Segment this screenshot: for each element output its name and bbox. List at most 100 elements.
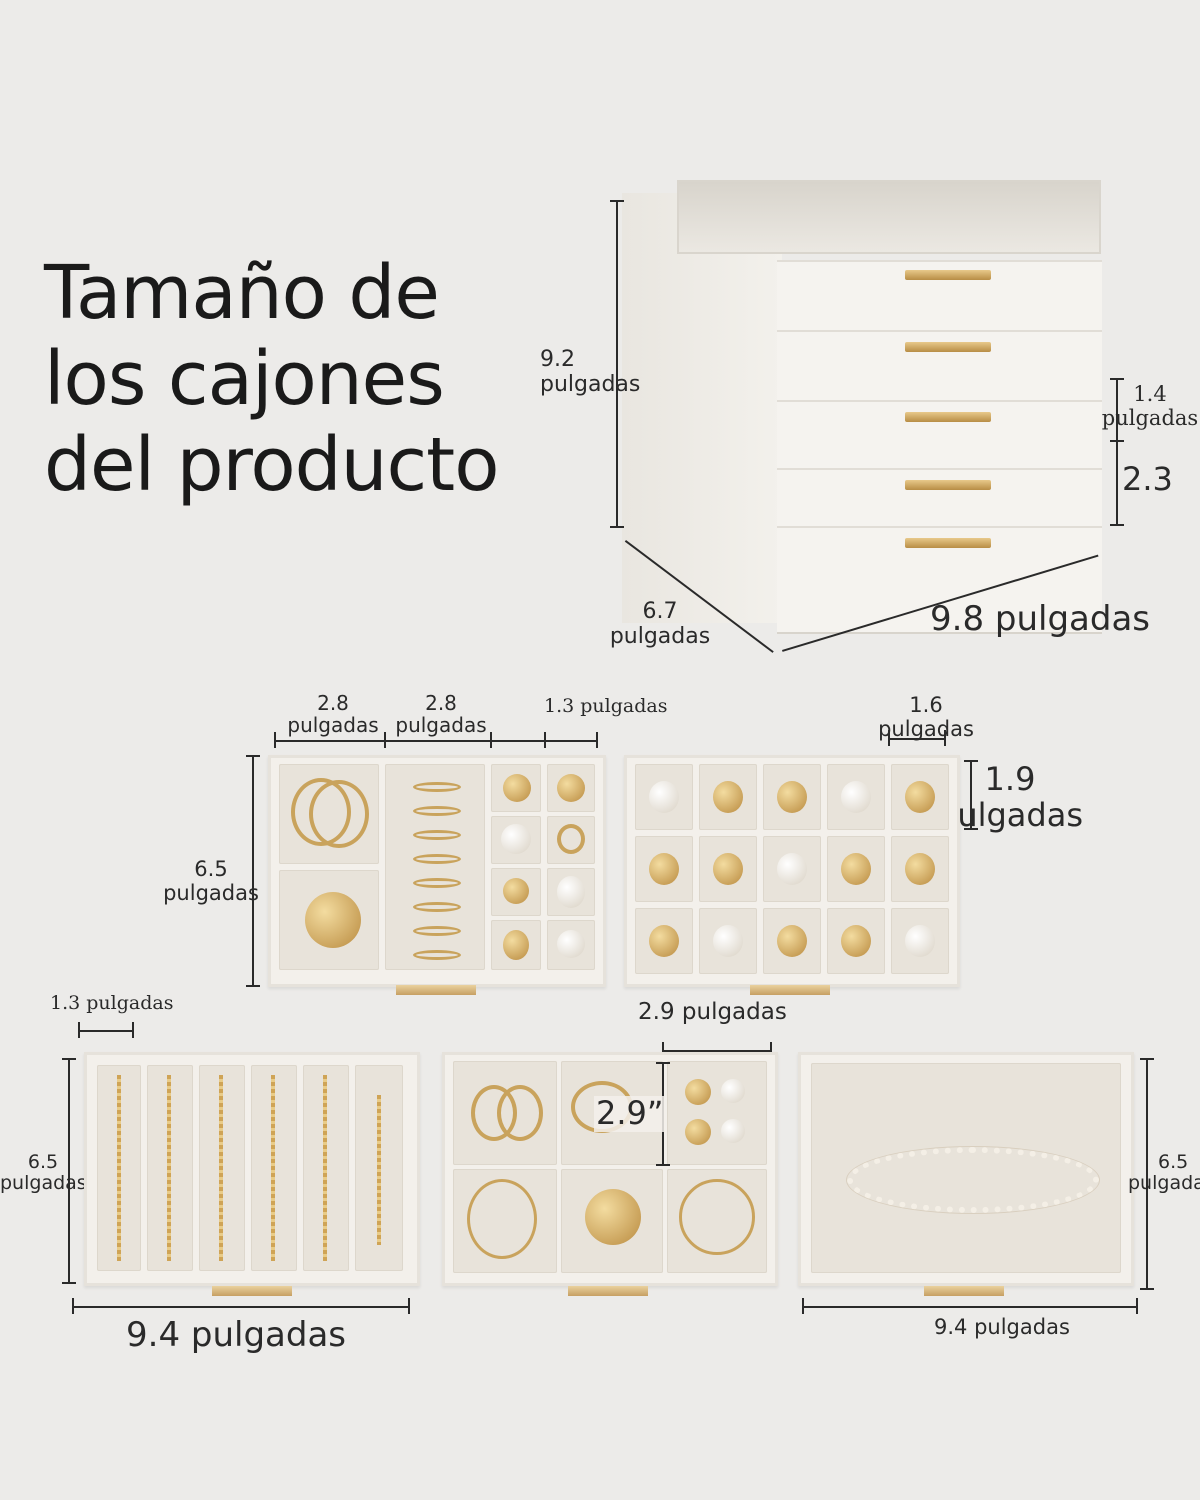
necklace: [117, 1075, 121, 1261]
tray1-depth-label: 6.5 pulgadas: [156, 857, 266, 905]
tray-3-image: [84, 1052, 420, 1286]
earring: [685, 1119, 711, 1145]
tray2-cell-width-value: 1.6: [909, 693, 943, 717]
ring: [413, 830, 461, 840]
earring-cell: [635, 908, 693, 974]
brooch-cell: [561, 1169, 663, 1273]
earring: [721, 1119, 745, 1143]
earring-cell: [827, 908, 885, 974]
ring: [413, 806, 461, 816]
tray5-depth-unit: pulgadas: [1128, 1172, 1200, 1195]
necklace-slot: [199, 1065, 245, 1271]
top-drawer-unit: pulgadas: [1101, 405, 1199, 430]
tick: [610, 200, 624, 202]
drawer-handle: [905, 412, 991, 422]
tick: [544, 732, 546, 748]
drawer-3: [777, 400, 1102, 472]
tray1-depth-line: [252, 755, 254, 987]
tray1-width-a-value: 2.8: [317, 691, 349, 715]
title-line-3: del producto: [44, 422, 499, 508]
cabinet-height-value: 9.2: [540, 347, 575, 372]
tick: [1140, 1058, 1154, 1060]
necklace-slot: [97, 1065, 141, 1271]
earring-cell: [891, 836, 949, 902]
earring-cell: [635, 764, 693, 830]
drawer-2: [777, 330, 1102, 404]
earring-cell: [699, 908, 757, 974]
tick: [1110, 524, 1124, 526]
hoop-cell: [279, 764, 379, 864]
tick: [1140, 1288, 1154, 1290]
earring-cell: [667, 1061, 767, 1165]
drawer-handle: [905, 538, 991, 548]
earring: [649, 781, 679, 813]
drawer-4: [777, 468, 1102, 530]
cabinet-width-label: 9.8 pulgadas: [930, 599, 1151, 639]
tray2-cell-width-unit: pulgadas: [878, 716, 974, 741]
cuff-cell: [453, 1169, 557, 1273]
earring-cell: [491, 920, 541, 970]
hoop-earring: [497, 1085, 543, 1141]
earring: [503, 774, 531, 802]
necklace: [219, 1075, 223, 1261]
tray3-depth-unit: pulgadas: [0, 1172, 86, 1195]
ring: [413, 854, 461, 864]
tray2-bottom-label: 2.9 pulgadas: [638, 999, 787, 1025]
earring-cell: [491, 816, 541, 864]
tick: [246, 985, 260, 987]
tray-5-pull-tab: [924, 1286, 1004, 1296]
open-compartment: [811, 1063, 1121, 1273]
earring: [777, 781, 807, 813]
earring-cell: [491, 868, 541, 916]
cabinet-height-unit: pulgadas: [540, 371, 641, 397]
tick: [596, 732, 598, 748]
earring: [501, 824, 531, 854]
top-drawer-label: 1.4 pulgadas: [1100, 383, 1200, 430]
earring-cell: [491, 764, 541, 812]
tick: [78, 1022, 80, 1038]
tray3-depth-line: [68, 1058, 70, 1284]
earring-cell: [763, 764, 821, 830]
flower-brooch: [305, 892, 361, 948]
earring: [841, 853, 871, 885]
cabinet-front: [777, 175, 1102, 634]
tray2-cell-width-line: [888, 738, 946, 740]
tray1-width-c-label: 1.3 pulgadas: [544, 695, 668, 717]
tray-2-pull-tab: [750, 985, 830, 995]
tray-4-image: [442, 1052, 778, 1286]
tick: [610, 526, 624, 528]
drawer-1: [777, 260, 1102, 334]
earring: [713, 853, 743, 885]
earring-cell: [547, 920, 595, 970]
tick: [62, 1282, 76, 1284]
tray3-depth-label: 6.5 pulgadas: [0, 1152, 86, 1195]
earring-cell: [699, 836, 757, 902]
earring: [713, 781, 743, 813]
ring-roll-cell: [385, 764, 485, 970]
tick: [964, 760, 978, 762]
tray-4-pull-tab: [568, 1286, 648, 1296]
ring: [413, 902, 461, 912]
drawer-height-line: [1116, 378, 1118, 526]
earring-cell: [891, 764, 949, 830]
tray-2-image: [624, 755, 960, 987]
tray-3-pull-tab: [212, 1286, 292, 1296]
earring: [841, 925, 871, 957]
tray2-cell-depth-value: 1.9: [984, 760, 1036, 798]
tray4-cell-height-label: 2.9”: [594, 1094, 666, 1132]
flower-brooch: [585, 1189, 641, 1245]
earring-cell: [547, 764, 595, 812]
tray3-width-line: [72, 1306, 410, 1308]
earring: [557, 876, 585, 908]
cabinet-depth-label: 6.7 pulgadas: [598, 599, 722, 649]
tray-1-pull-tab: [396, 985, 476, 995]
tray3-slot-width-label: 1.3 pulgadas: [50, 992, 174, 1014]
drawer-height-label: 2.3: [1122, 460, 1173, 498]
tray5-width-line: [802, 1306, 1138, 1308]
tray1-depth-unit: pulgadas: [163, 880, 259, 905]
necklace-slot: [251, 1065, 297, 1271]
tick: [888, 730, 890, 746]
earring: [777, 853, 807, 885]
tray3-depth-value: 6.5: [27, 1152, 59, 1173]
earring-cell: [763, 908, 821, 974]
